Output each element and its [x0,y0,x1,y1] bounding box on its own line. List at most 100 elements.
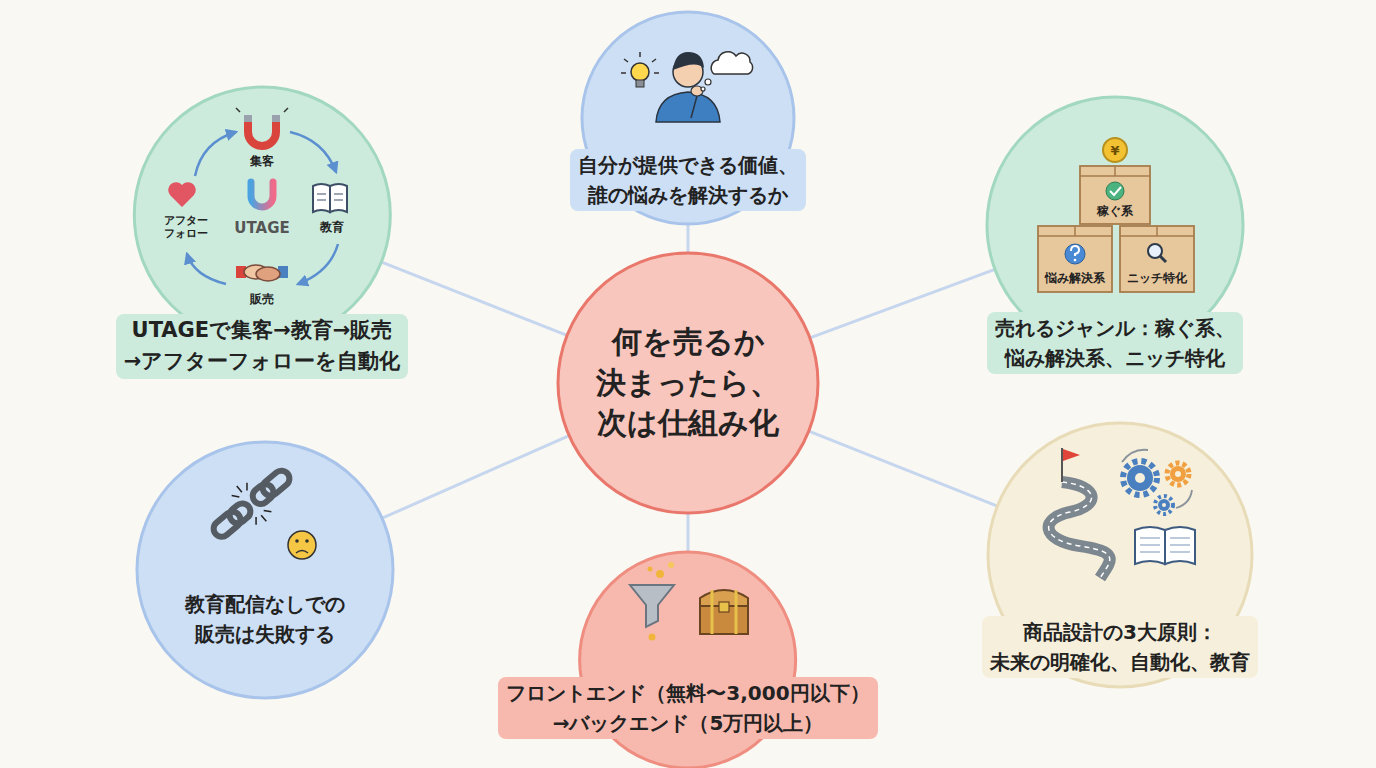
cardboard-box-icon-part [1080,166,1150,176]
cardboard-box-icon-part [1074,259,1077,262]
connector-line [382,436,569,519]
thinking-person-icon [656,52,720,122]
funnel-icon [630,562,674,641]
connector-line [809,431,998,506]
label-line: 集客 [250,155,274,169]
icon-label: 販売 [250,293,274,307]
text-line: →バックエンド（5万円以上） [506,708,869,738]
cardboard-box-icon-part [1080,166,1150,224]
circle-border [137,442,393,698]
cycle-arrow-part [290,132,336,172]
treasure-chest-icon [700,590,748,634]
handshake-icon [236,265,288,281]
circle-border [134,87,390,343]
text-line: UTAGEで集客→教育→販売 [124,315,401,347]
magnet-icon-part [244,115,252,122]
thought-cloud-icon [701,52,753,91]
flag-road-icon [1049,448,1110,578]
broken-chain-icon-part [259,467,292,499]
circle-border [558,253,818,513]
label-line: 教育 [320,221,344,235]
connector-line [810,269,995,337]
cycle-arrow [187,132,338,284]
thought-cloud-icon-part [711,52,752,74]
label-line: 販売 [250,293,274,307]
gear-icon-part [1123,461,1157,495]
magnet-icon [236,108,288,146]
lightbulb-icon-part [621,52,659,73]
sad-face-icon-part [288,531,316,559]
icon-label: 悩み解決系 [1045,272,1105,286]
sad-face-icon-part [305,539,309,543]
text-line: →アフターフォローを自動化 [124,346,401,378]
lightbulb-icon-part [631,63,649,81]
cardboard-box-icon-part [1120,226,1194,292]
sad-face-icon-part [295,539,299,543]
icon-label: 教育 [320,221,344,235]
cycle-arrow-part [298,244,338,284]
hub-circle: 何を売るか 決まったら、 次は仕組み化 [554,249,822,517]
magnet-icon-part [248,122,276,146]
gear-icon [1122,450,1192,514]
cardboard-box-icon-part [1160,256,1166,262]
book-icon-part [313,184,330,212]
cardboard-box-icon-part [1106,182,1124,200]
gear-icon-part [1155,496,1173,514]
gear-icon-part [1167,463,1189,485]
label-line: ニッチ特化 [1127,272,1187,286]
topic-circle: フロントエンド（無料〜3,000円以下） →バックエンド（5万円以上） [494,548,881,768]
text-line: 売れるジャンル：稼ぐ系、 [995,313,1235,343]
treasure-chest-icon-part [719,602,729,612]
icon-label: アフター フォロー [164,215,208,240]
funnel-icon-part [630,585,674,627]
broken-chain-icon [201,456,303,552]
icon-label: 稼ぐ系 [1097,205,1133,219]
topic-circle: 商品設計の3大原則： 未来の明確化、自動化、教育 [978,419,1262,691]
circle-fill [134,12,1252,768]
label-line: 悩み解決系 [1045,272,1105,286]
coin-icon-part [1103,138,1127,162]
icon-label: ¥ [1110,144,1119,159]
open-book-icon-part [1140,538,1190,552]
icon-label: UTAGE [234,220,289,237]
cycle-arrow-part [187,254,226,284]
flag-road-icon-part [1061,448,1063,482]
connector-group [381,224,997,552]
topic-circle: 売れるジャンル：稼ぐ系、 悩み解決系、ニッチ特化 [983,93,1247,378]
cardboard-box-icon-part [1038,226,1112,292]
topic-circle: 自分が提供できる価値、 誰の悩みを解決するか [566,8,810,228]
text-line: 教育配信なしでの [185,589,345,619]
funnel-icon-part [649,634,656,641]
cardboard-box-icon-part [1038,226,1112,236]
text-line: 何を売るか [596,322,780,363]
funnel-icon-part [668,562,674,568]
thinking-person-icon-part [673,52,704,70]
broken-chain-icon-part [226,500,253,526]
book-icon-part [317,194,343,200]
node-text: 自分が提供できる価値、 誰の悩みを解決するか [570,149,806,211]
gear-icon-part [1170,466,1186,482]
cardboard-box-icon-part [1110,187,1121,195]
text-line: 誰の悩みを解決するか [578,180,798,210]
handshake-icon-part [256,267,280,281]
funnel-icon-part [648,567,653,572]
gear-icon-part [1158,499,1170,511]
topic-circle: 教育配信なしでの 販売は失敗する [133,438,397,702]
node-text: 何を売るか 決まったら、 次は仕組み化 [588,321,788,445]
text-line: 未来の明確化、自動化、教育 [990,647,1250,677]
lightbulb-icon-part [636,80,644,87]
circle-fill-part [134,87,390,343]
open-book-icon [1135,527,1195,564]
magnet-icon-part [272,115,280,122]
flag-road-icon-part [1049,482,1110,578]
circle-fill-part [558,253,818,513]
node-text: 商品設計の3大原則： 未来の明確化、自動化、教育 [982,616,1258,678]
cycle-arrow-part [195,132,236,176]
thinking-person-icon-part [656,92,720,122]
lightbulb-icon [621,52,659,87]
cardboard-box-icon-part [1120,226,1194,236]
book-icon [313,184,347,212]
heart-icon [168,182,196,207]
gear-icon-part [1176,490,1192,508]
gear-icon-part [1162,503,1166,507]
